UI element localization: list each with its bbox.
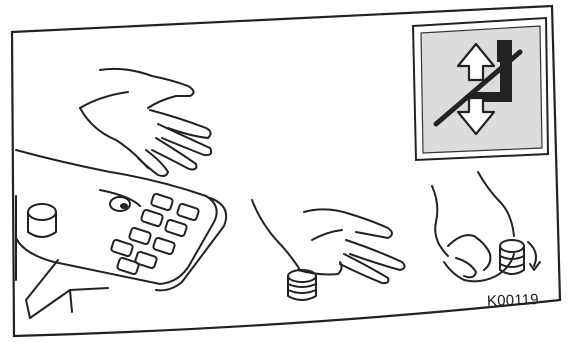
reference-code-label: K00119	[487, 291, 539, 310]
no-adjust-sign-icon	[413, 18, 548, 160]
